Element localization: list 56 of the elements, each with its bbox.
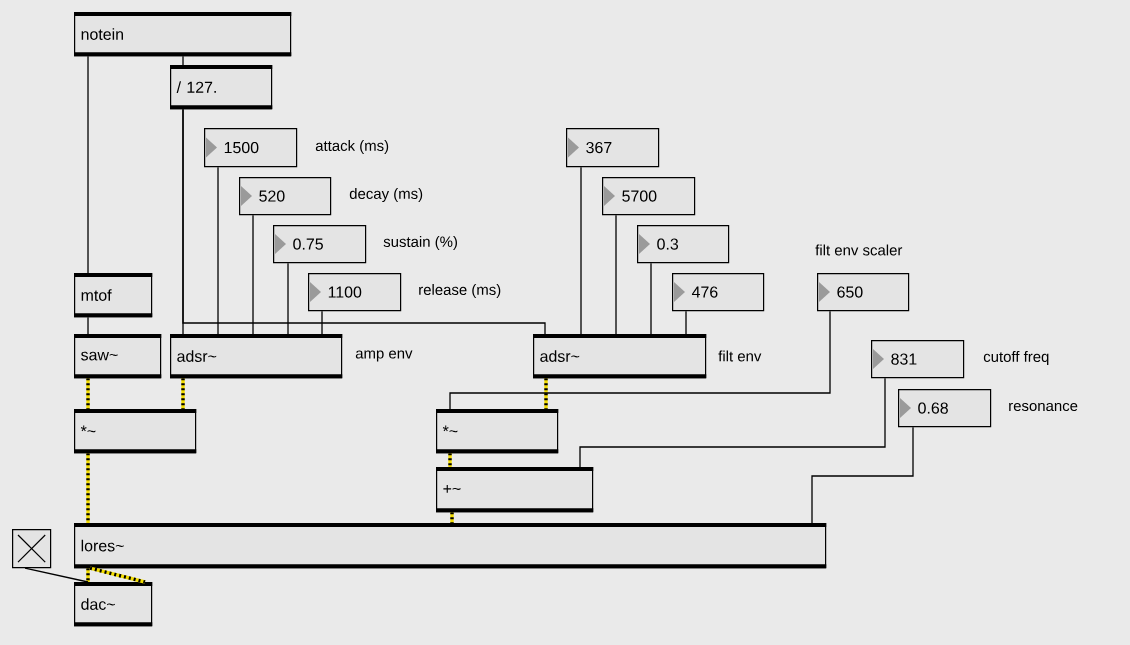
object-box: dac~ bbox=[74, 582, 153, 627]
patch-cord bbox=[181, 378, 185, 409]
patch-cord bbox=[217, 166, 219, 335]
patch-cord bbox=[252, 214, 254, 335]
patch-cord bbox=[287, 262, 289, 335]
patch-cord bbox=[580, 166, 582, 335]
patch-cord bbox=[86, 453, 90, 523]
patch-cord bbox=[579, 377, 886, 468]
comment-label: release (ms) bbox=[419, 284, 501, 298]
object-box: adsr~ bbox=[170, 334, 343, 379]
patch-cord bbox=[182, 108, 546, 335]
number-box: 1100 bbox=[308, 273, 402, 312]
comment-label: filt env scaler bbox=[815, 244, 903, 256]
patch-cord bbox=[321, 310, 323, 335]
comment-label: filt env bbox=[718, 350, 762, 362]
number-box: 650 bbox=[817, 273, 910, 312]
comment-label: attack (ms) bbox=[315, 140, 389, 154]
object-box: *~ bbox=[74, 409, 197, 454]
object-box: / 127. bbox=[170, 65, 273, 110]
number-box: 520 bbox=[239, 177, 332, 216]
patch-cord bbox=[86, 378, 90, 409]
comment-label: cutoff freq bbox=[983, 351, 1049, 365]
object-box: lores~ bbox=[74, 523, 827, 569]
number-box: 0.68 bbox=[898, 389, 992, 428]
number-box: 1500 bbox=[204, 128, 298, 168]
number-box: 367 bbox=[566, 128, 660, 168]
comment-label: sustain (%) bbox=[383, 236, 457, 250]
patch-cord bbox=[685, 310, 687, 335]
object-box: notein bbox=[74, 12, 292, 57]
patch-cord bbox=[86, 568, 90, 582]
patch-cord bbox=[615, 214, 617, 335]
patch-cord bbox=[650, 262, 652, 335]
object-box: mtof bbox=[74, 273, 153, 318]
object-box: +~ bbox=[436, 467, 594, 513]
toggle-box bbox=[12, 529, 52, 569]
object-box: *~ bbox=[436, 409, 559, 454]
patch-cord bbox=[448, 453, 452, 467]
comment-label: resonance bbox=[1009, 402, 1078, 412]
comment-label: amp env bbox=[355, 350, 413, 362]
patch-cord bbox=[450, 512, 454, 523]
patch-cord bbox=[449, 310, 831, 410]
patch-cord bbox=[544, 378, 548, 409]
number-box: 831 bbox=[871, 340, 965, 379]
number-box: 476 bbox=[672, 273, 765, 312]
number-box: 5700 bbox=[602, 177, 696, 216]
patch-cord bbox=[87, 316, 89, 335]
comment-label: decay (ms) bbox=[349, 188, 423, 202]
patch-cord bbox=[182, 55, 184, 66]
number-box: 0.3 bbox=[637, 225, 730, 264]
patch-cord bbox=[811, 426, 914, 524]
number-box: 0.75 bbox=[273, 225, 367, 264]
object-box: adsr~ bbox=[533, 334, 707, 379]
patch-cord bbox=[89, 566, 146, 584]
patch-cord bbox=[24, 567, 89, 583]
patch-cord bbox=[87, 55, 89, 274]
object-box: saw~ bbox=[74, 334, 162, 379]
